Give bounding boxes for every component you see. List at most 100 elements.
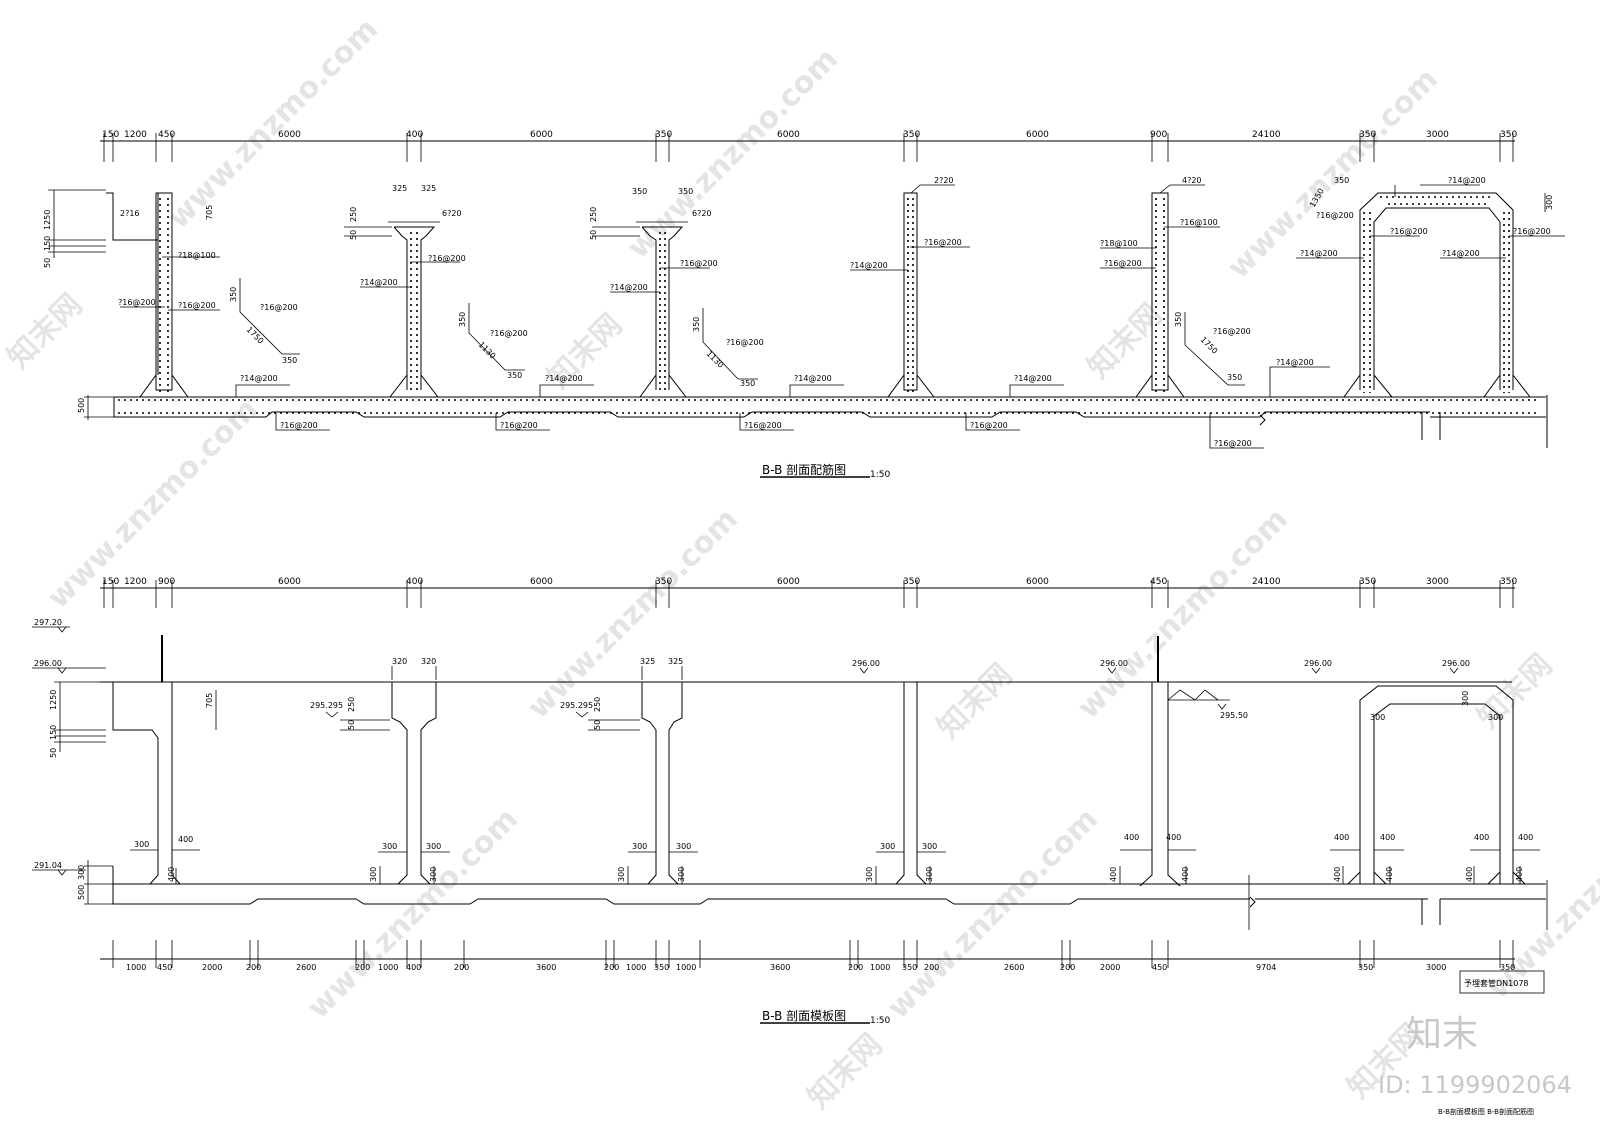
rebar-label: 250 (589, 207, 598, 222)
rebar-label: 1750 (245, 325, 266, 346)
bottom-dim: 450 (157, 963, 172, 972)
left-dim: 1250 (49, 690, 58, 710)
dim: 400 (406, 577, 423, 587)
rebar-label: ?16@200 (1214, 439, 1252, 448)
dim: 6000 (777, 577, 800, 587)
top-bent-bars (239, 278, 1245, 386)
bottom-dim: 3000 (1426, 963, 1446, 972)
dim: 350 (903, 130, 920, 140)
fillet-dim: 300 (429, 867, 438, 882)
fillet-dim: 300 (677, 867, 686, 882)
dim: 3000 (1426, 577, 1449, 587)
dim: 350 (655, 130, 672, 140)
watermark-brand: 知末网 (1, 287, 89, 375)
rebar-label: 1130 (477, 340, 498, 361)
bottom-dim: 350 (1358, 963, 1373, 972)
rebar-label: 705 (205, 205, 214, 220)
rebar-label: ?16@200 (1213, 327, 1251, 336)
dim: 6000 (1026, 577, 1049, 587)
dim: 150 (102, 130, 119, 140)
bottom-dim: 2000 (1100, 963, 1120, 972)
rebar-label: ?16@200 (178, 301, 216, 310)
bottom-dim: 200 (454, 963, 469, 972)
dim: 350 (903, 577, 920, 587)
fillet-dim: 300 (617, 867, 626, 882)
bottom-dim: 200 (604, 963, 619, 972)
top-haunches (139, 374, 1531, 398)
bottom-dim: 1000 (626, 963, 646, 972)
top-rebar (159, 196, 1510, 393)
rebar-label: 350 (458, 312, 467, 327)
bottom-dim-ticks-2 (112, 940, 1514, 968)
fillet-dim: 320 (421, 657, 436, 666)
rebar-label: 350 (1227, 373, 1242, 382)
fillet-dim: 325 (640, 657, 655, 666)
rebar-label: ?16@200 (680, 259, 718, 268)
elevation: 296.00 (34, 659, 62, 668)
rebar-label: 350 (692, 317, 701, 332)
fillet-dim: 400 (1465, 867, 1474, 882)
fillet-dim: 300 (922, 842, 937, 851)
elevation: 295.295 (310, 701, 343, 710)
left-dim: 150 (49, 725, 58, 740)
top-leaders (120, 184, 1565, 449)
dim: 350 (1500, 577, 1517, 587)
fillet-dim: 705 (205, 693, 214, 708)
bottom-left-dims (32, 626, 1459, 905)
rebar-label: ?16@200 (428, 254, 466, 263)
dim: 24100 (1252, 577, 1281, 587)
rebar-label: 1130 (705, 349, 726, 370)
dim: 6000 (278, 130, 301, 140)
bottom-dim: 3600 (770, 963, 790, 972)
elevation: 297.20 (34, 618, 62, 627)
rebar-label: 4?20 (1182, 176, 1202, 185)
section-title: B-B 剖面配筋图 (762, 462, 846, 477)
top-left-dims (48, 189, 1546, 420)
dim: 350 (655, 577, 672, 587)
fillet-dim: 300 (676, 842, 691, 851)
watermark-site: www.znzmo.com (521, 502, 745, 726)
rebar-label: ?14@200 (1276, 358, 1314, 367)
watermark-brand: 知末网 (931, 657, 1019, 745)
bottom-dim-ticks (103, 580, 1514, 608)
bottom-dim: 350 (902, 963, 917, 972)
fillet-dim: 250 (593, 697, 602, 712)
top-section-reinforcement (48, 133, 1565, 478)
dim: 900 (1150, 130, 1167, 140)
fillet-dim: 250 (347, 697, 356, 712)
rebar-label: 250 (349, 207, 358, 222)
elevation: 296.00 (1304, 659, 1332, 668)
watermark-site: www.znzmo.com (41, 392, 265, 616)
fillet-dim: 400 (1518, 833, 1533, 842)
rebar-label: ?14@200 (545, 374, 583, 383)
rebar-label: 50 (349, 230, 358, 240)
rebar-label: 350 (282, 356, 297, 365)
dim: 24100 (1252, 130, 1281, 140)
rebar-label: ?14@200 (360, 278, 398, 287)
rebar-label: 350 (632, 187, 647, 196)
fillet-dim: 300 (632, 842, 647, 851)
bottom-dim: 200 (924, 963, 939, 972)
corner-branding: 知末 ID: 1199902064 B-B剖面模板图 B-B剖面配筋图 (1378, 1014, 1572, 1116)
left-dim: 1250 (43, 210, 52, 230)
dim: 6000 (278, 577, 301, 587)
watermark-brand: 知末网 (1471, 647, 1559, 735)
bottom-dim: 200 (848, 963, 863, 972)
rebar-label: ?16@100 (1180, 218, 1218, 227)
elevation: 296.00 (1100, 659, 1128, 668)
rebar-label: ?16@200 (1513, 227, 1551, 236)
bottom-dim: 350 (654, 963, 669, 972)
elevation: 296.00 (852, 659, 880, 668)
rebar-label: 2?16 (120, 209, 140, 218)
dim: 1200 (124, 577, 147, 587)
watermark-site: www.znzmo.com (1481, 782, 1600, 1006)
bottom-dim: 3600 (536, 963, 556, 972)
watermark-site: www.znzmo.com (881, 802, 1105, 1026)
rebar-label: ?16@200 (490, 329, 528, 338)
rebar-label: ?16@200 (726, 338, 764, 347)
dim: 150 (102, 577, 119, 587)
rebar-label: 350 (1334, 176, 1349, 185)
fillet-dim: 400 (1474, 833, 1489, 842)
rebar-label: 350 (740, 379, 755, 388)
bottom-fillet-marks (130, 666, 1540, 884)
